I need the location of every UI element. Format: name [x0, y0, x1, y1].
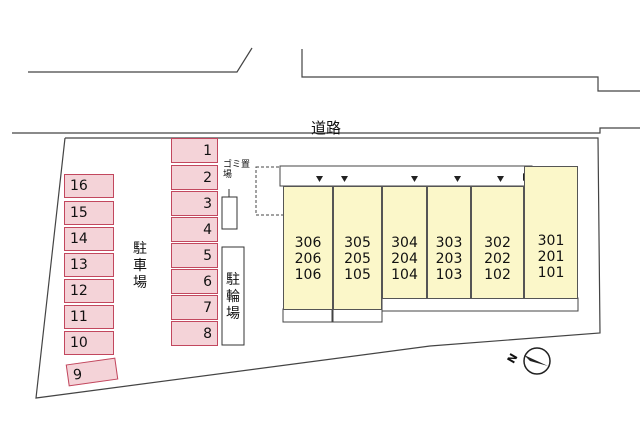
unit-column-5: 305 205 105 — [333, 186, 382, 310]
unit-number: 306 — [294, 235, 322, 251]
unit-column-6: 306 206 106 — [283, 186, 333, 310]
unit-number: 203 — [435, 251, 463, 267]
unit-number: 301 — [537, 233, 565, 249]
unit-number: 206 — [294, 251, 322, 267]
unit-number: 102 — [484, 267, 511, 283]
unit-number: 302 — [484, 235, 511, 251]
garbage-area-outline — [255, 166, 287, 216]
parking-label-text: 駐車場 — [133, 241, 147, 291]
stall-number: 6 — [203, 274, 212, 290]
stall-number: 7 — [203, 300, 212, 316]
stall-number: 1 — [203, 143, 212, 159]
lot-top-edge — [12, 127, 640, 134]
unit-number: 205 — [344, 251, 371, 267]
parking-stall-11: 11 — [64, 305, 114, 329]
parking-stall-4: 4 — [171, 217, 218, 242]
stall-number: 14 — [70, 231, 88, 247]
unit-number: 304 — [391, 235, 418, 251]
stall-number: 2 — [203, 170, 212, 186]
unit-number: 202 — [484, 251, 511, 267]
unit-number: 105 — [344, 267, 371, 283]
unit-column-3: 303 203 103 — [427, 186, 471, 299]
parking-stall-1: 1 — [171, 138, 218, 163]
lot-boundary — [35, 137, 601, 399]
parking-stall-8: 8 — [171, 321, 218, 346]
unit-column-4: 304 204 104 — [382, 186, 427, 299]
garbage-area-label: ゴミ置場 — [223, 160, 251, 180]
stall-number: 16 — [70, 178, 88, 194]
bicycle-parking-label: 駐輪場 — [225, 272, 241, 323]
compass-icon — [523, 347, 551, 375]
unit-number: 104 — [391, 267, 418, 283]
stall-number: 12 — [70, 283, 88, 299]
parking-stall-15: 15 — [64, 201, 114, 225]
stall-number: 9 — [72, 366, 84, 384]
parking-stall-2: 2 — [171, 165, 218, 190]
parking-stall-12: 12 — [64, 279, 114, 303]
road-edge-upper-left — [28, 47, 253, 73]
unit-number: 204 — [391, 251, 418, 267]
unit-number: 103 — [435, 267, 463, 283]
parking-stall-10: 10 — [64, 331, 114, 355]
stall-number: 15 — [70, 205, 88, 221]
stall-number: 8 — [203, 326, 212, 342]
parking-stall-3: 3 — [171, 191, 218, 216]
stall-number: 13 — [70, 257, 88, 273]
road-label: 道路 — [311, 119, 342, 137]
unit-column-2: 302 202 102 — [471, 186, 524, 299]
unit-number: 303 — [435, 235, 463, 251]
parking-stall-7: 7 — [171, 295, 218, 320]
garbage-bin — [221, 196, 238, 230]
unit-number: 201 — [537, 249, 565, 265]
stall-number: 4 — [203, 222, 212, 238]
road-edge-upper-right — [301, 49, 640, 92]
unit-number: 101 — [537, 265, 565, 281]
parking-stall-6: 6 — [171, 269, 218, 294]
stall-number: 10 — [70, 335, 88, 351]
bicycle-parking-box — [221, 246, 245, 346]
parking-stall-5: 5 — [171, 243, 218, 268]
stall-number: 5 — [203, 248, 212, 264]
unit-number: 106 — [294, 267, 322, 283]
parking-stall-16: 16 — [64, 174, 114, 198]
parking-stall-13: 13 — [64, 253, 114, 277]
unit-column-1: 301 201 101 — [524, 166, 578, 299]
unit-number: 305 — [344, 235, 371, 251]
parking-stall-14: 14 — [64, 227, 114, 251]
stall-number: 3 — [203, 196, 212, 212]
stall-number: 11 — [70, 309, 88, 325]
bicycle-parking-label-text: 駐輪場 — [226, 272, 240, 322]
parking-label: 駐車場 — [132, 241, 148, 292]
